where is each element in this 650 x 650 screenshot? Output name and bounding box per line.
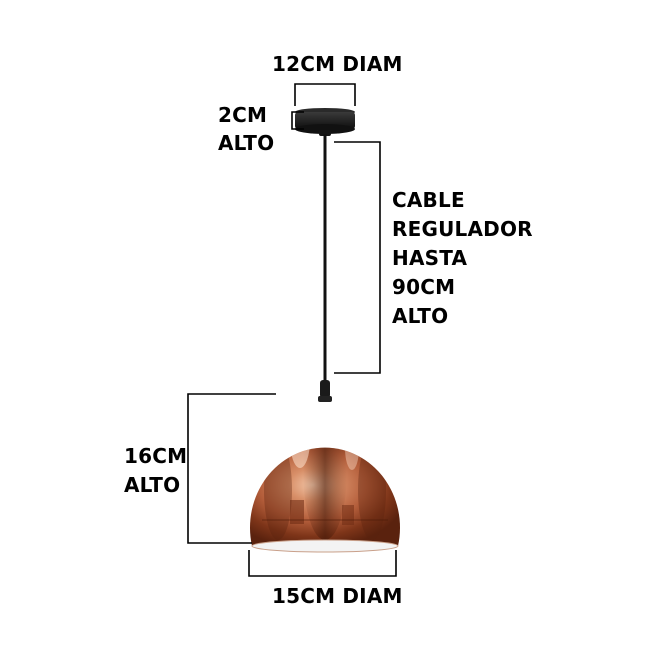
cable-line-2: REGULADOR: [392, 217, 533, 241]
dimension-lines: [187, 83, 397, 577]
canopy-diameter-bracket: [294, 83, 356, 106]
cable-line-1: CABLE: [392, 188, 465, 212]
ceiling-canopy: [295, 108, 355, 136]
suspension-cable: [318, 134, 332, 402]
canopy-height-line-2: ALTO: [218, 131, 275, 155]
shade-height-label: 16CM ALTO: [124, 442, 187, 500]
canopy-height-label: 2CM ALTO: [218, 101, 274, 157]
canopy-height-line-1: 2CM: [218, 103, 268, 127]
shade-diameter-bracket: [248, 550, 397, 577]
shade-height-bracket: [187, 393, 276, 544]
canopy-height-bracket: [291, 111, 304, 130]
shade-height-line-1: 16CM: [124, 444, 188, 468]
cable-line-4: 90CM: [392, 275, 456, 299]
shade-diameter-label: 15CM DIAM: [272, 584, 403, 608]
shade-height-line-2: ALTO: [124, 473, 181, 497]
copper-shade: [250, 447, 401, 553]
canopy-diameter-label: 12CM DIAM: [272, 52, 403, 76]
cable-length-label: CABLE REGULADOR HASTA 90CM ALTO: [392, 186, 533, 331]
cable-line-5: ALTO: [392, 304, 449, 328]
cable-length-bracket: [334, 141, 381, 374]
cable-line-3: HASTA: [392, 246, 468, 270]
